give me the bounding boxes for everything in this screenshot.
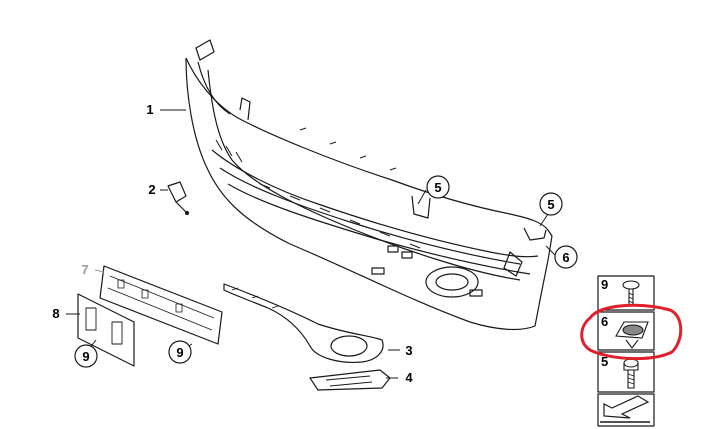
license-plate-base (99, 265, 223, 345)
legend-label-6: 6 (601, 314, 608, 329)
tow-hook-cover (167, 181, 190, 216)
callout-1: 1 (146, 102, 153, 117)
support-bracket (309, 369, 391, 391)
callout-5-right: 5 (547, 197, 554, 212)
direction-arrow-icon (600, 395, 650, 423)
callout-3: 3 (405, 343, 412, 358)
legend-label-9: 9 (601, 277, 608, 292)
callout-7: 7 (81, 262, 88, 277)
callout-4: 4 (405, 370, 413, 385)
callout-9-left: 9 (82, 349, 89, 364)
callout-2: 2 (148, 182, 155, 197)
callout-6: 6 (562, 250, 569, 265)
front-bumper (185, 39, 553, 331)
fog-lamp-trim (223, 283, 384, 363)
callout-9-center: 9 (176, 345, 183, 360)
bolt-icon (623, 358, 639, 389)
callout-8: 8 (52, 306, 59, 321)
callout-5-upper: 5 (434, 180, 441, 195)
clip-nut-icon (615, 321, 649, 349)
legend-label-5: 5 (601, 354, 608, 369)
license-plate-bracket (77, 293, 135, 367)
highlight-circle (580, 303, 683, 360)
